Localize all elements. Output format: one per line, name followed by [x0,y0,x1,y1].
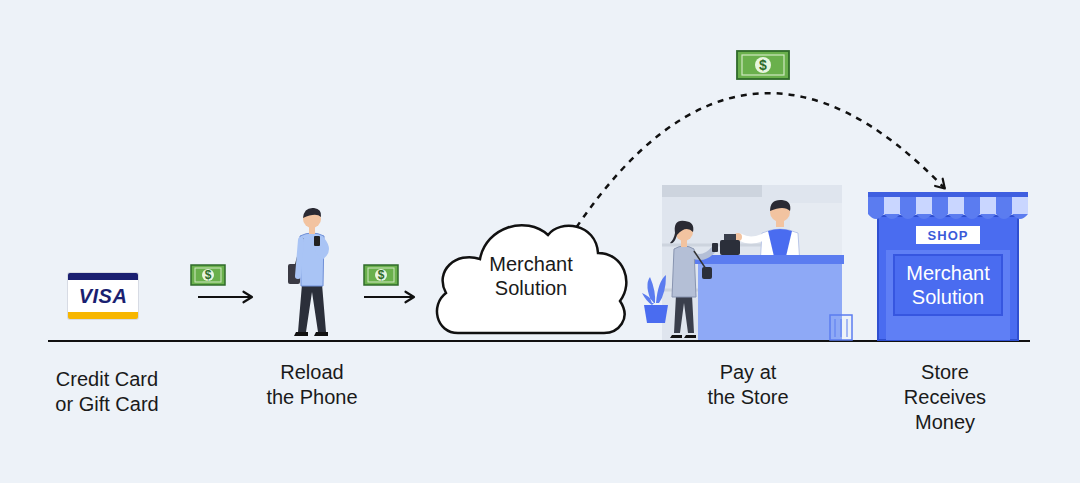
person-figure [288,208,328,336]
shop-panel: Merchant Solution [893,254,1003,316]
currency-symbol: $ [374,268,388,282]
connector-line [198,296,252,298]
flow-connector [576,93,944,227]
shop-building [868,192,1028,340]
shop: SHOPStore Receives MoneyMerchant Solutio… [868,190,1028,340]
currency-symbol: $ [756,58,770,72]
step-caption: Store Receives Money [895,360,995,435]
arrowhead [935,179,945,189]
step-caption: Pay at the Store [688,360,808,410]
dollar-bill [191,265,225,285]
step-caption: Reload the Phone [252,360,372,410]
connector-line [364,296,414,298]
dollar-bill [364,265,398,285]
phone-user: Reload the Phone [282,206,332,340]
connector-line [576,93,944,227]
flow-connector [198,297,252,298]
card-brand: VISA [79,285,128,308]
flow-connector [364,297,414,298]
credit-card: VISACredit Card or Gift Card [68,273,138,319]
arrowhead [405,292,414,302]
dollar-bill [737,51,789,79]
shop-sign: SHOP [916,226,980,244]
arrowhead [243,292,252,302]
step-caption: Credit Card or Gift Card [48,367,166,417]
cloud-label: Merchant Solution [471,252,591,300]
currency-symbol: $ [201,268,215,282]
cloud-service: Merchant Solution [428,205,634,337]
store-counter: Pay at the Store [640,185,860,340]
panel-label: Merchant Solution [898,261,998,309]
cloud-shape [437,225,626,333]
store-counter-scene [642,185,852,340]
